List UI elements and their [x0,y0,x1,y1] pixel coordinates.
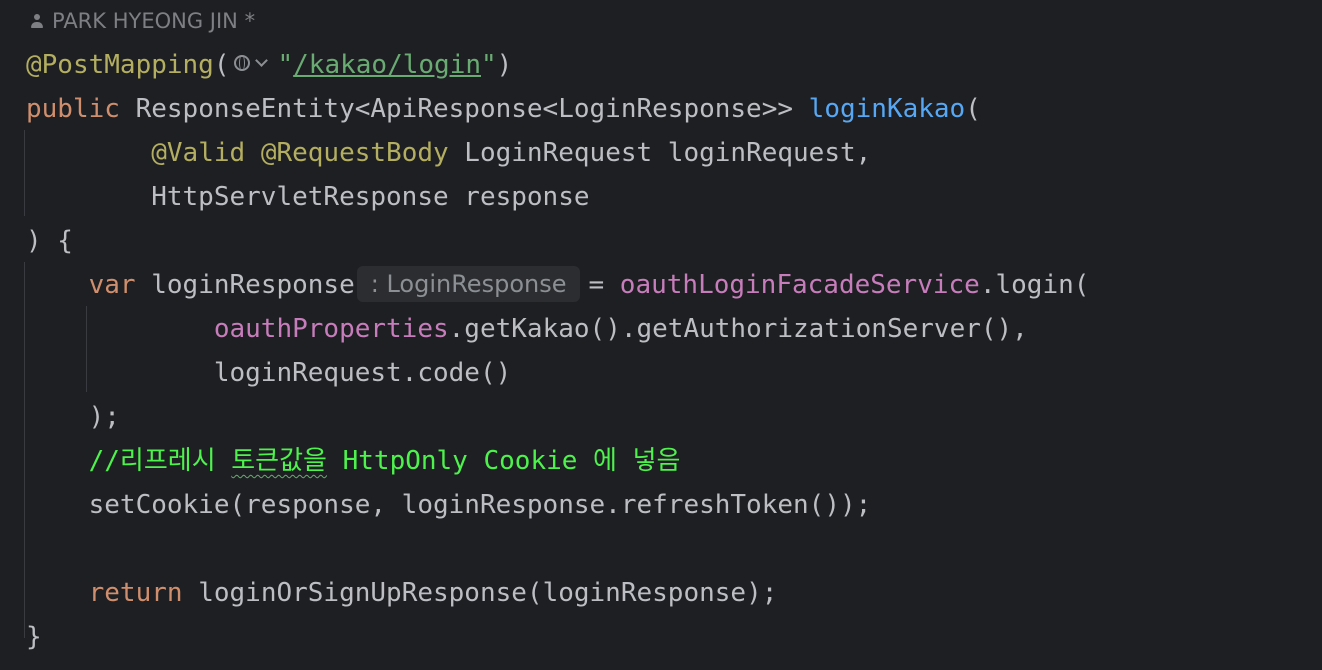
field-token: oauthLoginFacadeService [619,270,980,300]
chevron-down-icon [254,54,268,67]
call-token: setCookie(response, loginResponse.refres… [26,490,872,520]
paren-token: ) [496,50,513,80]
code-line-1[interactable]: @PostMapping( "/kakao/login") [26,43,512,87]
indent [26,578,89,608]
indent [26,446,89,476]
annotation-token: @Valid [151,138,246,168]
url-options-chip[interactable] [232,52,274,76]
brace-token: } [26,622,42,652]
keyword-token: return [88,578,183,608]
call-token: .getKakao().getAuthorizationServer(), [448,314,1028,344]
indent-guide [24,262,25,638]
annotation-token: @PostMapping [26,50,214,80]
code-line-13[interactable]: return loginOrSignUpResponse(loginRespon… [26,571,778,615]
paren-token: ( [965,94,981,124]
call-token: .login( [979,270,1090,300]
indent-guide [24,130,25,216]
indent [26,314,214,344]
paren-token: ); [26,402,120,432]
code-line-6[interactable]: var loginResponse: LoginResponse= oauthL… [26,263,1089,307]
param-token: LoginRequest loginRequest, [448,138,872,168]
url-link[interactable]: /kakao/login [293,50,481,80]
code-line-11[interactable]: setCookie(response, loginResponse.refres… [26,483,872,527]
annotation-token: @RequestBody [260,138,449,168]
field-token: oauthProperties [213,314,449,344]
indent-guide [86,306,87,392]
code-line-9[interactable]: ); [26,395,120,439]
code-line-2[interactable]: public ResponseEntity<ApiResponse<LoginR… [26,87,981,131]
author-inlay[interactable]: PARK HYEONG JIN * [30,6,255,36]
code-line-10[interactable]: //리프레시 토큰값을 HttpOnly Cookie 에 넣음 [26,439,681,483]
code-line-14[interactable]: } [26,615,42,659]
code-line-3[interactable]: @Valid @RequestBody LoginRequest loginRe… [26,131,871,175]
author-name: PARK HYEONG JIN * [52,9,256,33]
operator-token: = [588,270,620,300]
indent [26,138,151,168]
code-line-5[interactable]: ) { [26,219,73,263]
globe-icon [233,55,250,71]
space [245,138,261,168]
string-quote: " [277,50,294,80]
code-line-4[interactable]: HttpServletResponse response [26,175,590,219]
comment-token: HttpOnly Cookie 에 넣음 [326,446,681,476]
method-name-token: loginKakao [808,94,966,124]
paren-token: ( [213,50,230,80]
keyword-token: public [26,94,120,124]
variable-token: loginResponse [135,270,355,300]
code-line-7[interactable]: oauthProperties.getKakao().getAuthorizat… [26,307,1028,351]
spell-check-warning[interactable]: 토큰값을 [231,446,327,476]
call-token: loginOrSignUpResponse(loginResponse); [182,578,778,608]
brace-token: ) { [26,226,73,256]
keyword-token: var [88,270,136,300]
param-token: HttpServletResponse response [26,182,590,212]
string-quote: " [481,50,497,80]
person-icon [30,13,44,29]
type-token: ResponseEntity<ApiResponse<LoginResponse… [119,94,809,124]
call-token: loginRequest.code() [26,358,512,388]
type-hint-inlay[interactable]: : LoginResponse [356,266,581,302]
indent [26,270,89,300]
code-line-8[interactable]: loginRequest.code() [26,351,511,395]
comment-token: //리프레시 [88,446,232,476]
